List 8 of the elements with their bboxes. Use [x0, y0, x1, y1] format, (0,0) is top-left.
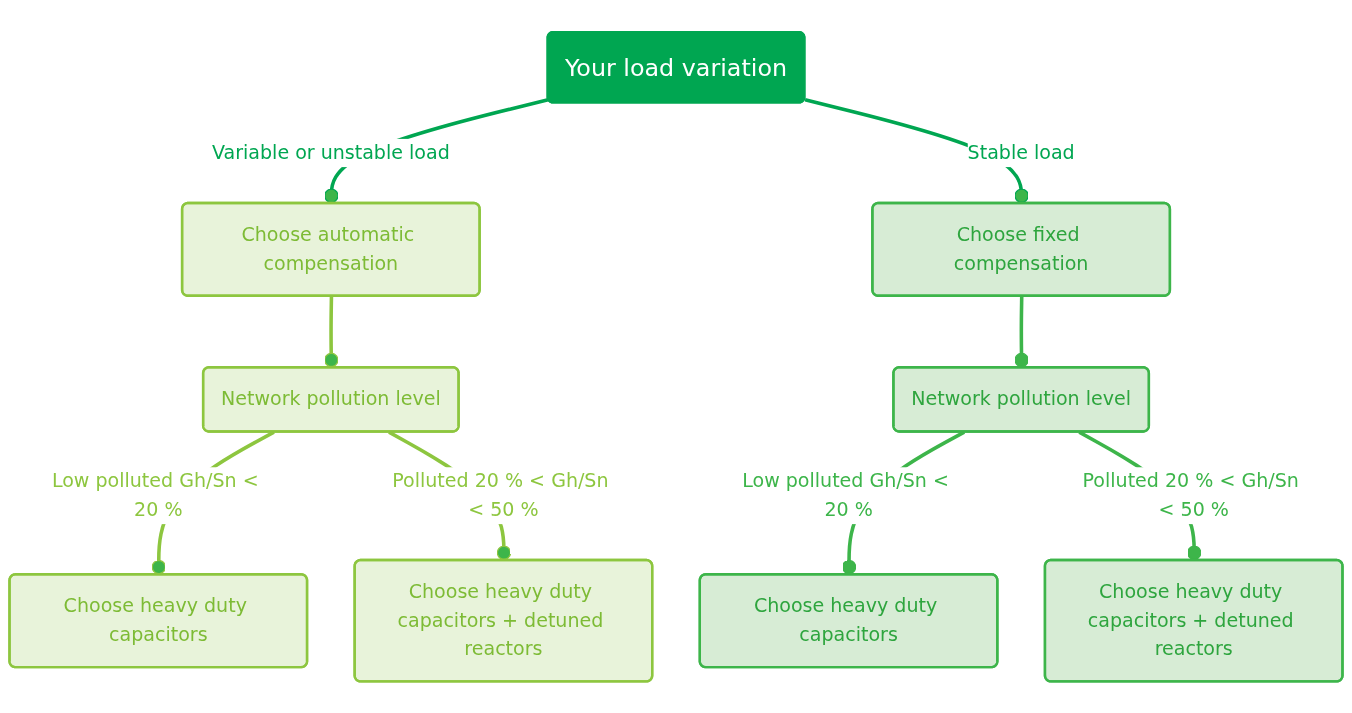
edge-label: Variable or unstable load — [211, 141, 450, 164]
connector — [1014, 296, 1029, 368]
edge-label: Stable load — [967, 141, 1075, 164]
edge-label: Polluted 20 % < Gh/Sn < 50 % — [1082, 469, 1299, 521]
edge-label: Polluted 20 % < Gh/Sn < 50 % — [392, 469, 609, 521]
edge-label: Low polluted Gh/Sn < 20 % — [742, 469, 949, 521]
edge-label: Low polluted Gh/Sn < 20 % — [51, 469, 259, 521]
connector — [324, 296, 339, 368]
